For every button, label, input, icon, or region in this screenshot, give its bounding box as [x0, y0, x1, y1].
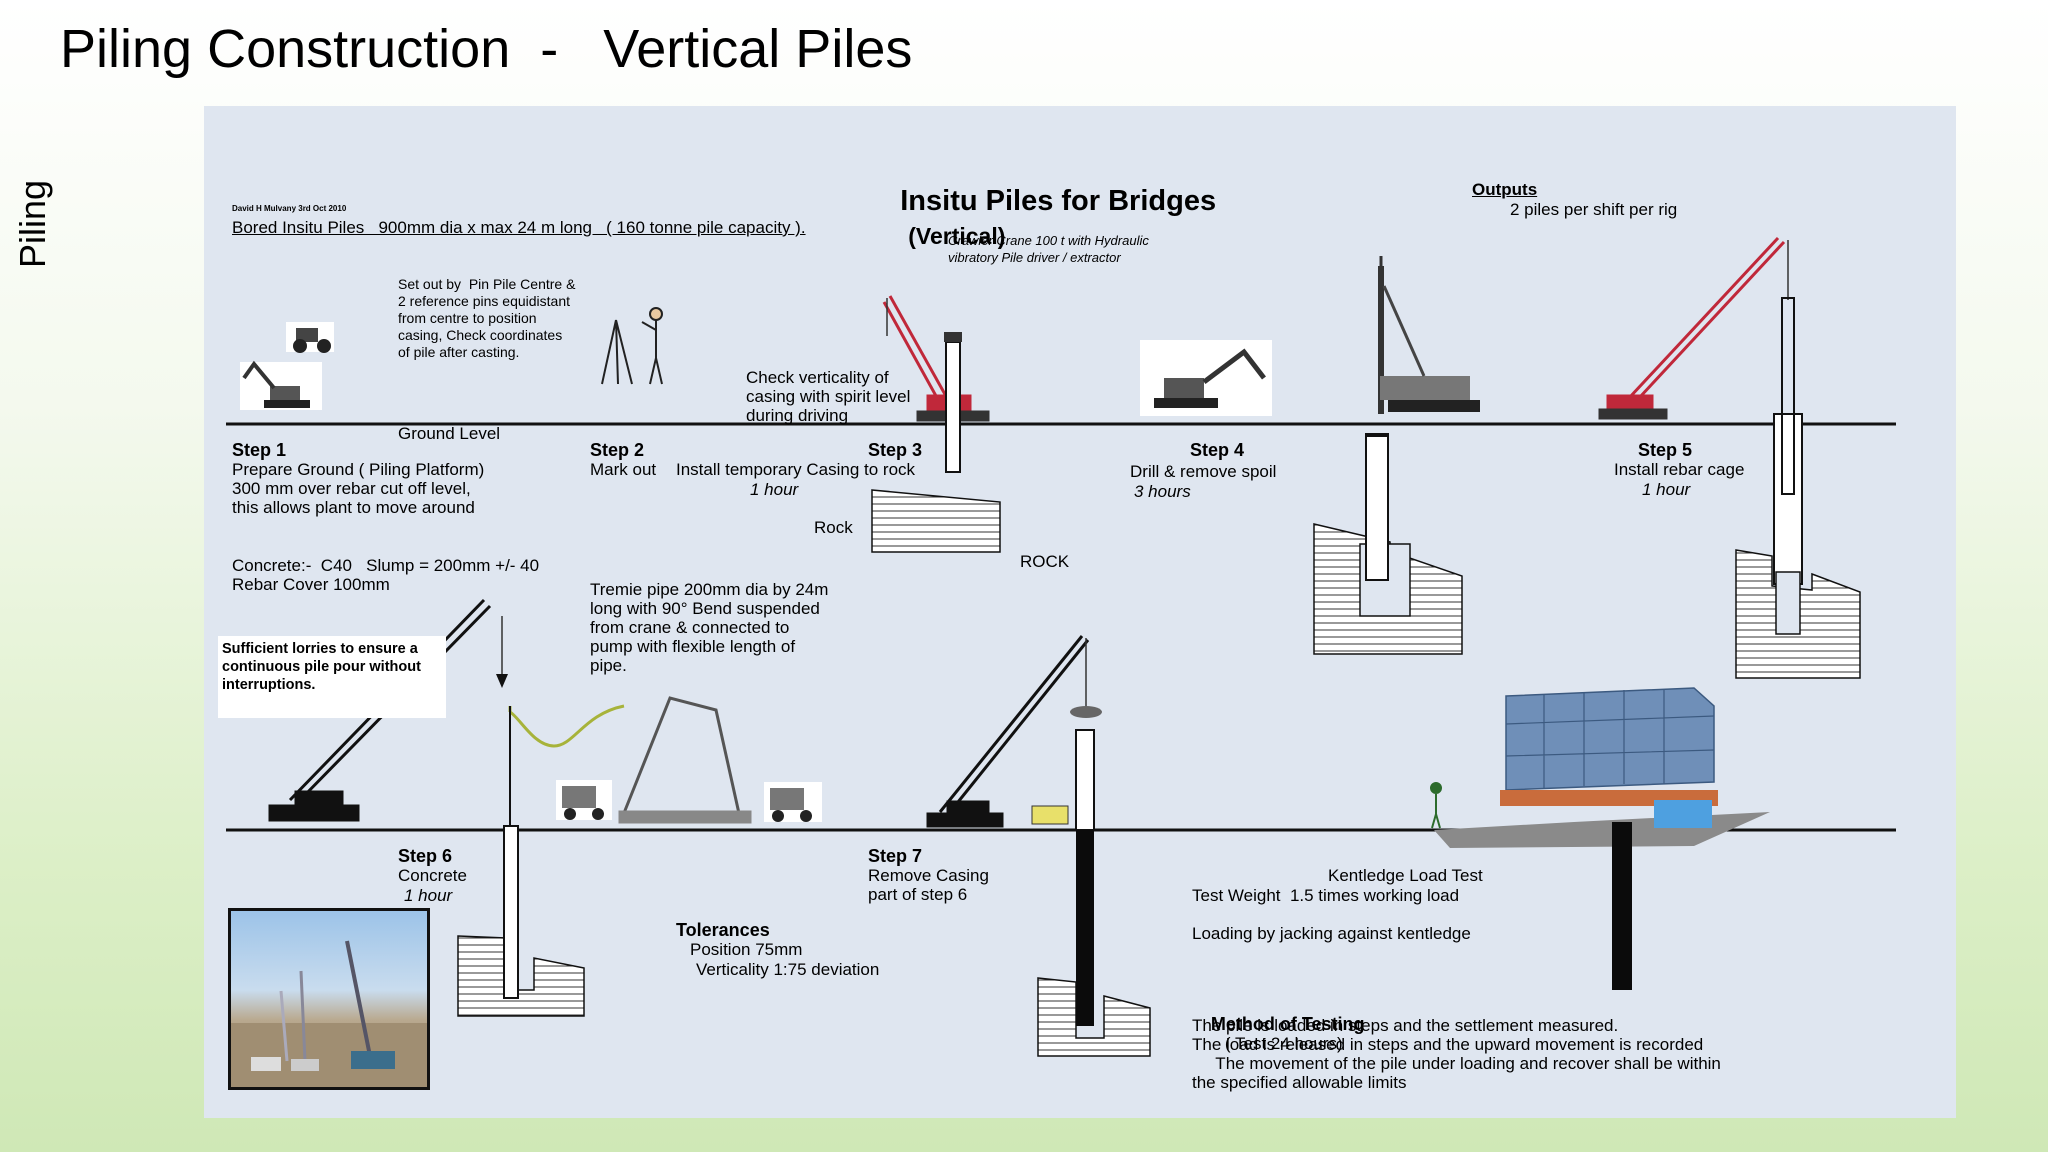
concrete-pump-icon [618, 696, 752, 824]
rebar-cage [1781, 297, 1795, 495]
testing-heading: Method of Testing [1210, 1014, 1365, 1034]
set-out-note: Set out by Pin Pile Centre & 2 reference… [398, 276, 576, 360]
diagram-drawing [226, 236, 1896, 1057]
excavator-icon [240, 360, 322, 410]
diagram-title-main: Insitu Piles for Bridges [900, 185, 1217, 217]
casing-step5 [1773, 413, 1803, 585]
casing-step7 [1075, 729, 1095, 831]
testing-lines: The pile is loaded in steps and the sett… [1192, 1016, 1721, 1092]
diagram-subtitle: Bored Insitu Piles 900mm dia x max 24 m … [232, 218, 806, 237]
tolerances-heading: Tolerances [676, 920, 770, 940]
drilling-excavator-icon [1140, 340, 1272, 416]
step7-title: Step 7 [868, 846, 923, 866]
step4-title: Step 4 [1190, 440, 1245, 460]
roller-icon [286, 322, 334, 353]
lorries-note: Sufficient lorries to ensure a continuou… [218, 636, 446, 718]
step3-title: Step 3 [868, 440, 923, 460]
step2-text: Mark out [590, 460, 657, 479]
step1-text: Prepare Ground ( Piling Platform) 300 mm… [232, 460, 485, 517]
concrete-spec: Concrete:- C40 Slump = 200mm +/- 40 Reba… [232, 556, 540, 594]
rock-label: ROCK [1020, 552, 1070, 571]
test-pile [1612, 822, 1632, 990]
rock-block-step3 [871, 489, 1001, 553]
step6-time: 1 hour [404, 886, 453, 905]
tolerances-position: Position 75mm [690, 940, 803, 959]
testing-header: Method of Testing ( Test 24 hours) [1192, 996, 1365, 1072]
side-label: Piling [12, 179, 53, 268]
diagram-title-suffix: (Vertical) [908, 223, 1006, 249]
kentledge-block-icon [1434, 687, 1770, 848]
bore-step5 [1775, 571, 1801, 635]
step5-time: 1 hour [1642, 480, 1691, 499]
step2-title: Step 2 [590, 440, 645, 460]
concrete-pile-step7 [1076, 830, 1094, 1026]
crawler-crane-step7 [926, 635, 1090, 828]
vibro-extractor [1070, 706, 1102, 718]
crawler-crane-step6 [268, 598, 492, 822]
step4-text: Drill & remove spoil [1130, 462, 1277, 481]
step5-title: Step 5 [1638, 440, 1693, 460]
outputs-heading: Outputs [1472, 180, 1538, 199]
surveyor-icon [601, 307, 663, 385]
outputs-text: 2 piles per shift per rig [1510, 200, 1678, 219]
vertical-casing-step3 [945, 341, 961, 473]
crane-note: Crawler Crane 100 t with Hydraulic vibra… [948, 233, 1149, 265]
step4-time: 3 hours [1134, 482, 1191, 501]
concrete-lorry-icon-1 [556, 780, 612, 820]
crawler-crane-step5 [1598, 236, 1786, 420]
generator-box [1031, 805, 1069, 825]
kentledge-loading: Loading by jacking against kentledge [1192, 924, 1471, 943]
diagram-title: Insitu Piles for Bridges (Vertical) [868, 150, 1216, 287]
step5-text: Install rebar cage [1614, 460, 1745, 479]
ground-level-label: Ground Level [398, 424, 501, 443]
kentledge-heading: Kentledge Load Test [1328, 866, 1483, 885]
concrete-lorry-icon-2 [764, 782, 822, 822]
tremie-note: Tremie pipe 200mm dia by 24m long with 9… [590, 580, 829, 675]
step6-title: Step 6 [398, 846, 453, 866]
author-note: David H Mulvany 3rd Oct 2010 [232, 204, 347, 213]
diagram-panel: Insitu Piles for Bridges (Vertical) Davi… [204, 106, 1956, 1118]
site-photo [228, 908, 430, 1090]
kentledge-test-weight: Test Weight 1.5 times working load [1192, 886, 1460, 905]
slide-title: Piling Construction - Vertical Piles [60, 19, 913, 79]
vibro-driver [944, 332, 962, 342]
rock-block-step6 [457, 935, 585, 1017]
tremie-pipe [508, 704, 625, 748]
testing-duration: ( Test 24 hours) [1224, 1034, 1343, 1053]
person-icon [1430, 782, 1442, 829]
step3-text: Install temporary Casing to rock [676, 460, 916, 479]
pile-step6 [503, 825, 519, 999]
piling-rig-icon [1378, 256, 1480, 414]
rock-label-small: Rock [814, 518, 853, 537]
hook-block-step6 [496, 674, 508, 688]
step3-time: 1 hour [750, 480, 799, 499]
step7-text: Remove Casing part of step 6 [868, 866, 989, 904]
step6-text: Concrete [398, 866, 467, 885]
verticality-note: Check verticality of casing with spirit … [746, 368, 911, 425]
tolerances-verticality: Verticality 1:75 deviation [696, 960, 880, 979]
step1-title: Step 1 [232, 440, 287, 460]
